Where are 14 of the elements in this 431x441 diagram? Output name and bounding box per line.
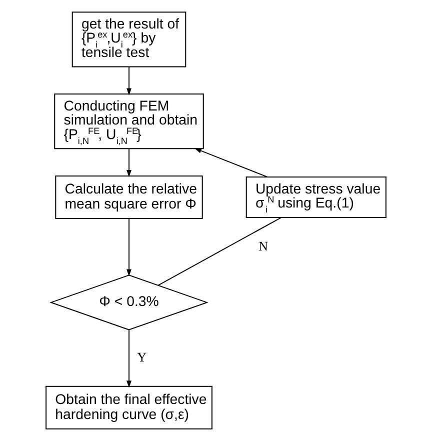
connector: [157, 217, 281, 286]
node-diamond: Φ < 0.3%: [49, 274, 208, 330]
arrow: [126, 218, 131, 276]
node-box: Update stress value σ$_{i}$$^{N}$ using Eq.(1): [245, 176, 386, 218]
node-box: Calculate the relative mean square error Φ: [54, 175, 202, 219]
edge-label: N: [258, 238, 268, 254]
arrow: [126, 330, 131, 388]
node-box: Conducting FEM simulation and obtain {P$_{i,N}$$^{FE}$, U$_{i,N}$$^{FE}$}: [54, 94, 204, 150]
edge-label: Y: [136, 350, 146, 365]
arrow: [126, 149, 131, 178]
arrow: [126, 67, 131, 96]
arrow: [194, 148, 268, 178]
node-box: get the result of {P$_{i}$$^{ex}$,U$_{i}$$^{ex}$} by tensile test: [71, 12, 186, 68]
node-box: Obtain the final effective hardening curve (σ,ε): [45, 386, 212, 430]
